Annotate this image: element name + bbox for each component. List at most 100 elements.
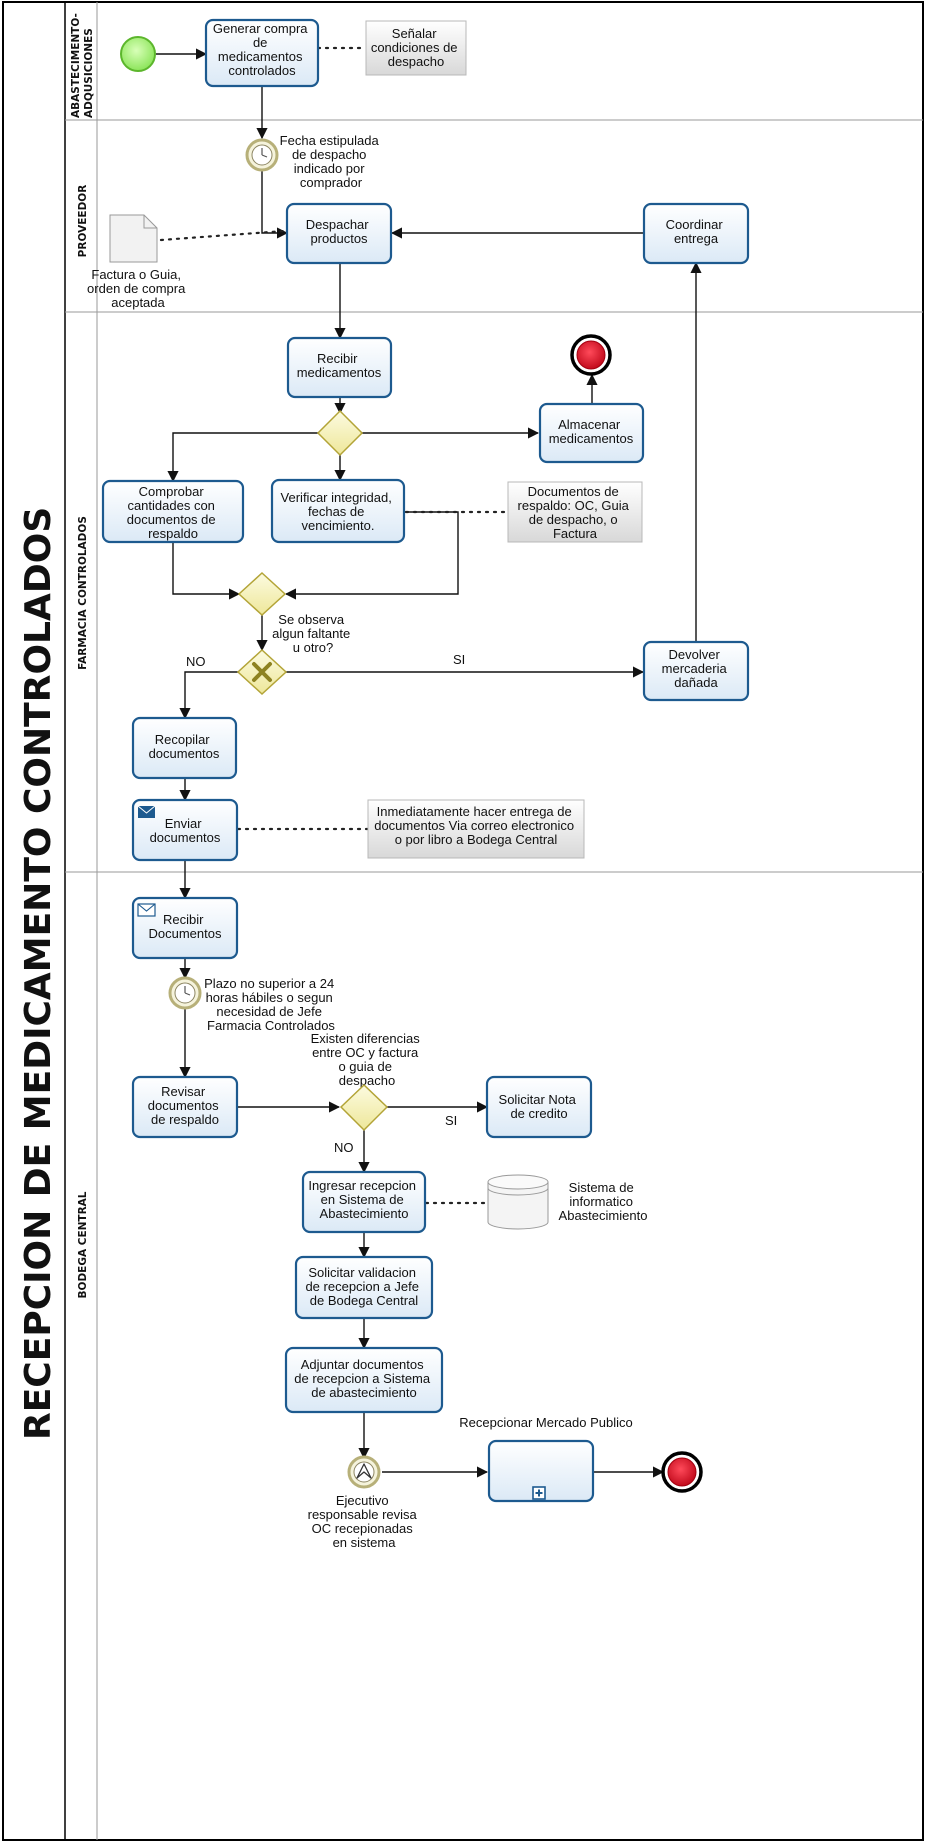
task-line: documentos — [150, 830, 221, 845]
task-recopilar-documentos[interactable]: Recopilar documentos — [131, 716, 238, 780]
task-line: fechas de — [308, 504, 364, 519]
task-line: controlados — [228, 63, 296, 78]
svg-text:Despachar productos: Despachar productos — [306, 217, 373, 246]
document-label-factura: Factura o Guia, orden de compra aceptada — [87, 267, 189, 310]
send-message-icon — [137, 805, 156, 818]
task-line: Solicitar validacion — [308, 1265, 416, 1280]
start-event[interactable] — [120, 36, 156, 72]
task-despachar-productos[interactable]: Despachar productos — [285, 202, 393, 265]
task-line: Recibir — [317, 351, 358, 366]
task-solicitar-nota-credito[interactable]: Solicitar Nota de credito — [485, 1075, 593, 1139]
annotation-senalar: Señalar condiciones de despacho — [365, 20, 467, 76]
escalation-event-ejecutivo[interactable] — [347, 1455, 381, 1489]
task-ingresar-recepcion[interactable]: Ingresar recepcion en Sistema de Abastec… — [301, 1170, 427, 1234]
svg-text:Señalar condiciones de: Señalar condiciones de despacho — [371, 26, 461, 69]
task-solicitar-validacion[interactable]: Solicitar validacion de recepcion a Jefe… — [294, 1255, 434, 1320]
task-line: Recibir — [163, 912, 204, 927]
flow-label-si: SI — [453, 652, 465, 667]
task-line: medicamentos — [549, 431, 634, 446]
svg-text:Solicitar validacion de: Solicitar validacion de recepcion a Jefe… — [305, 1265, 422, 1308]
task-line: Generar compra — [213, 21, 308, 36]
svg-text:Coordinar entrega: Coordinar entrega — [666, 217, 727, 246]
task-line: de respaldo — [151, 1112, 219, 1127]
svg-text:Revisar documentos: Revisar documentos de respaldo — [148, 1084, 222, 1127]
task-line: documentos — [149, 746, 220, 761]
timer-event-fecha[interactable] — [245, 138, 279, 172]
gateway-label-faltante: Se observa algun faltante u otro? — [272, 612, 354, 655]
svg-text:Verificar integridad, fe: Verificar integridad, fechas de vencimie… — [281, 490, 396, 533]
task-line: Abastecimiento — [320, 1206, 409, 1221]
svg-text:Documentos de respaldo:: Documentos de respaldo: OC, Guia de desp… — [518, 484, 633, 541]
annotation-line: despacho — [388, 54, 444, 69]
task-line: Comprobar — [139, 484, 205, 499]
annotation-line: Documentos de — [528, 484, 619, 499]
task-line: de Bodega Central — [310, 1293, 419, 1308]
task-comprobar-cantidades[interactable]: Comprobar cantidades con documentos de r… — [101, 479, 245, 544]
lane-label-adquisiciones: ADQUSICIONES — [83, 28, 95, 118]
task-generar-compra[interactable]: Generar compra de medicamentos controlad… — [204, 18, 320, 88]
svg-text:Recopilar documentos: Recopilar documentos — [149, 732, 220, 761]
lane-label-bodega: BODEGA CENTRAL — [77, 1191, 89, 1298]
task-recibir-documentos[interactable]: Recibir Documentos — [131, 896, 239, 960]
lane-label-proveedor: PROVEEDOR — [77, 185, 89, 258]
svg-text:Generar compra de: Generar compra de medicamentos controlad… — [213, 21, 311, 78]
task-line: Almacenar — [558, 417, 621, 432]
pool-title: RECEPCION DE MEDICAMENTO CONTROLADOS — [18, 507, 59, 1440]
task-line: Solicitar Nota — [499, 1092, 577, 1107]
gateway-exclusive-faltante[interactable] — [236, 648, 288, 696]
task-line: cantidades con — [127, 498, 214, 513]
task-line: de recepcion a Sistema — [294, 1371, 431, 1386]
task-line: mercaderia — [662, 661, 728, 676]
annotation-line: condiciones de — [371, 40, 458, 55]
end-event-almacenar[interactable] — [570, 334, 612, 376]
task-devolver-mercaderia[interactable]: Devolver mercaderia dañada — [642, 640, 750, 702]
svg-text:Devolver mercaderia: Devolver mercaderia dañada — [662, 647, 731, 690]
svg-text:Adjuntar documentos de r: Adjuntar documentos de recepcion a Siste… — [294, 1357, 433, 1400]
task-line: en Sistema de — [321, 1192, 404, 1207]
end-event-final[interactable] — [661, 1451, 703, 1493]
task-adjuntar-documentos[interactable]: Adjuntar documentos de recepcion a Siste… — [284, 1346, 444, 1414]
task-line: de abastecimiento — [311, 1385, 417, 1400]
task-line: de recepcion a Jefe — [305, 1279, 418, 1294]
task-recibir-medicamentos[interactable]: Recibir medicamentos — [286, 336, 393, 399]
task-line: Verificar integridad, — [281, 490, 392, 505]
annotation-line: Factura — [553, 526, 598, 541]
svg-text:Recibir Documentos: Recibir Documentos — [149, 912, 222, 941]
lane-label-farmacia: FARMACIA CONTROLADOS — [77, 516, 89, 670]
annotation-line: o por libro a Bodega Central — [395, 832, 558, 847]
timer-event-plazo[interactable] — [168, 976, 202, 1010]
gateway-join[interactable] — [237, 571, 287, 617]
task-verificar-integridad[interactable]: Verificar integridad, fechas de vencimie… — [270, 478, 406, 544]
flow-label-no-ingresar: NO — [334, 1140, 354, 1155]
annotation-line: Inmediatamente hacer entrega de — [377, 804, 572, 819]
task-line: respaldo — [148, 526, 198, 541]
annotation-line: Señalar — [392, 26, 437, 41]
task-line: medicamentos — [218, 49, 303, 64]
annotation-line: de despacho, o — [529, 512, 618, 527]
annotation-line: documentos Via correo electronico — [374, 818, 574, 833]
database-label-sistema: Sistema de informatico Abastecimiento — [559, 1180, 648, 1223]
task-line: productos — [310, 231, 368, 246]
task-line: Despachar — [306, 217, 370, 232]
task-line: Recopilar — [155, 732, 211, 747]
task-line: Ingresar recepcion — [308, 1178, 416, 1193]
annotation-line: respaldo: OC, Guia — [518, 498, 630, 513]
task-line: vencimiento. — [302, 518, 375, 533]
subprocess-recepcionar-mercado[interactable] — [487, 1439, 595, 1503]
task-almacenar-medicamentos[interactable]: Almacenar medicamentos — [538, 402, 645, 464]
gateway-diferencias[interactable] — [339, 1083, 389, 1132]
svg-text:Enviar documentos: Enviar documentos — [150, 816, 221, 845]
task-line: dañada — [674, 675, 718, 690]
task-enviar-documentos[interactable]: Enviar documentos — [131, 798, 239, 862]
expand-plus-icon[interactable] — [532, 1486, 546, 1500]
task-coordinar-entrega[interactable]: Coordinar entrega — [642, 202, 750, 265]
task-line: de — [253, 35, 267, 50]
subprocess-label-mercado: Recepcionar Mercado Publico — [459, 1415, 632, 1430]
gateway-split[interactable] — [316, 409, 364, 457]
database-icon — [487, 1174, 549, 1230]
svg-text:Inmediatamente hacer entrega d: Inmediatamente hacer entrega de document… — [374, 804, 578, 847]
svg-text:Almacenar medicamentos: Almacenar medicamentos — [549, 417, 634, 446]
svg-text:Comprobar cantidades con: Comprobar cantidades con documentos de r… — [127, 484, 220, 541]
associations — [159, 46, 510, 1205]
task-revisar-documentos[interactable]: Revisar documentos de respaldo — [131, 1075, 239, 1139]
